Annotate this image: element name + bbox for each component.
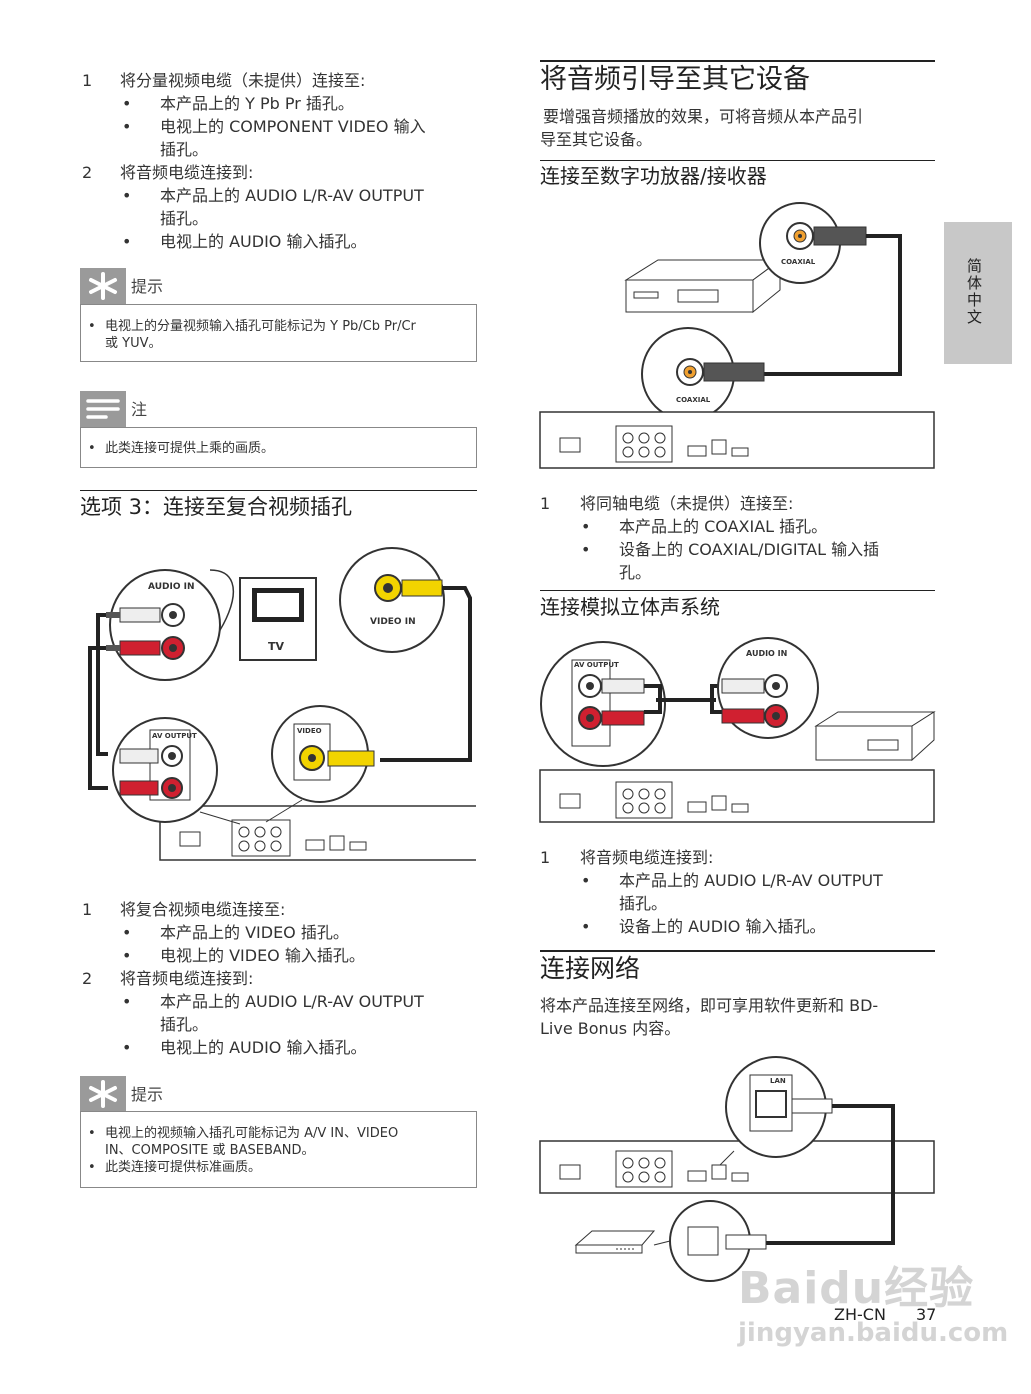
watermark-url: jingyan.baidu.com bbox=[738, 1318, 1009, 1348]
tip-title: 提示 bbox=[131, 277, 164, 296]
step-text: 将复合视频电缆连接至: bbox=[120, 900, 286, 919]
lan-label: LAN bbox=[770, 1077, 786, 1085]
bullet-continuation: 孔。 bbox=[619, 563, 652, 582]
step-number: 2 bbox=[82, 163, 93, 182]
language-tab-label: 简体中文 bbox=[965, 258, 983, 326]
note-line: 此类连接可提供上乘的画质。 bbox=[81, 440, 476, 457]
step-text: 将音频电缆连接到: bbox=[580, 848, 714, 867]
bullet-continuation: 插孔。 bbox=[160, 209, 209, 228]
section-title: 将音频引导至其它设备 bbox=[540, 64, 810, 95]
bullet-continuation: 插孔。 bbox=[160, 140, 209, 159]
step-number: 1 bbox=[540, 848, 551, 867]
tip-title: 提示 bbox=[131, 1085, 164, 1104]
analog-stereo-diagram: AV OUTPUT AUDIO IN bbox=[539, 637, 936, 823]
page-number: 37 bbox=[916, 1305, 937, 1324]
video-label: VIDEO bbox=[297, 727, 322, 735]
tip-line: 或 YUV。 bbox=[105, 336, 162, 351]
subsection-title: 连接至数字功放器/接收器 bbox=[540, 164, 767, 188]
tip-line: 电视上的分量视频输入插孔可能标记为 Y Pb/Cb Pr/Cr bbox=[81, 318, 476, 335]
av-output-label: AV OUTPUT bbox=[574, 661, 619, 669]
subsection-divider bbox=[540, 590, 935, 591]
bullet-item: 电视上的 VIDEO 输入插孔。 bbox=[122, 944, 365, 967]
bullet-continuation: 插孔。 bbox=[160, 1015, 209, 1034]
note-title: 注 bbox=[131, 400, 148, 419]
bullet-item: 本产品上的 Y Pb Pr 插孔。 bbox=[122, 92, 354, 115]
step-number: 1 bbox=[82, 71, 93, 90]
section-divider bbox=[540, 950, 935, 952]
bullet-item: 本产品上的 AUDIO L/R-AV OUTPUT bbox=[581, 869, 883, 892]
intro-line: 要增强音频播放的效果，可将音频从本产品引 bbox=[543, 107, 864, 126]
note-box: 此类连接可提供上乘的画质。 bbox=[80, 427, 477, 468]
tip-line: IN、COMPOSITE 或 BASEBAND。 bbox=[105, 1143, 315, 1158]
bullet-item: 本产品上的 AUDIO L/R-AV OUTPUT bbox=[122, 990, 424, 1013]
step-number: 1 bbox=[540, 494, 551, 513]
av-output-label: AV OUTPUT bbox=[152, 732, 197, 740]
coaxial-diagram: COAXIAL COAXIAL bbox=[539, 202, 935, 469]
language-tab: 简体中文 bbox=[944, 222, 1012, 364]
tip-line: 此类连接可提供标准画质。 bbox=[81, 1159, 476, 1176]
tip-box: 电视上的视频输入插孔可能标记为 A/V IN、VIDEO IN、COMPOSIT… bbox=[80, 1111, 477, 1188]
step-number: 2 bbox=[82, 969, 93, 988]
section-title: 选项 3：连接至复合视频插孔 bbox=[80, 495, 353, 519]
section-divider bbox=[540, 60, 935, 62]
tv-label: TV bbox=[268, 640, 285, 653]
bullet-item: 设备上的 AUDIO 输入插孔。 bbox=[581, 915, 826, 938]
tip-box: 电视上的分量视频输入插孔可能标记为 Y Pb/Cb Pr/Cr 或 YUV。 bbox=[80, 304, 477, 362]
composite-video-diagram: AUDIO IN TV VIDEO IN AV OUTPUT VIDEO bbox=[88, 547, 476, 861]
bullet-item: 电视上的 AUDIO 输入插孔。 bbox=[122, 230, 367, 253]
bullet-item: 设备上的 COAXIAL/DIGITAL 输入插 bbox=[581, 538, 879, 561]
video-in-label: VIDEO IN bbox=[370, 617, 416, 627]
intro-line: 导至其它设备。 bbox=[540, 130, 653, 149]
network-diagram: LAN bbox=[539, 1056, 935, 1282]
audio-in-label: AUDIO IN bbox=[148, 582, 194, 592]
bullet-item: 本产品上的 VIDEO 插孔。 bbox=[122, 921, 349, 944]
bullet-item: 电视上的 COMPONENT VIDEO 输入 bbox=[122, 115, 426, 138]
bullet-item: 电视上的 AUDIO 输入插孔。 bbox=[122, 1036, 367, 1059]
step-text: 将分量视频电缆（未提供）连接至: bbox=[120, 71, 366, 90]
bullet-item: 本产品上的 COAXIAL 插孔。 bbox=[581, 515, 827, 538]
intro-line: 将本产品连接至网络，即可享用软件更新和 BD- bbox=[540, 996, 879, 1015]
intro-line: Live Bonus 内容。 bbox=[540, 1019, 681, 1038]
audio-in-label: AUDIO IN bbox=[746, 649, 787, 658]
bullet-item: 本产品上的 AUDIO L/R-AV OUTPUT bbox=[122, 184, 424, 207]
section-title: 连接网络 bbox=[540, 954, 641, 983]
subsection-divider bbox=[540, 160, 935, 161]
note-icon bbox=[80, 391, 126, 427]
tip-icon bbox=[80, 1076, 126, 1112]
step-text: 将音频电缆连接到: bbox=[120, 969, 254, 988]
coaxial-label: COAXIAL bbox=[676, 396, 711, 404]
tip-line: 电视上的视频输入插孔可能标记为 A/V IN、VIDEO bbox=[81, 1125, 476, 1142]
section-divider bbox=[80, 490, 477, 491]
tip-icon bbox=[80, 268, 126, 304]
footer-lang: ZH-CN bbox=[834, 1305, 886, 1324]
step-text: 将同轴电缆（未提供）连接至: bbox=[580, 494, 794, 513]
watermark-logo: Baidu经验 bbox=[738, 1263, 975, 1314]
coaxial-label: COAXIAL bbox=[781, 258, 816, 266]
subsection-title: 连接模拟立体声系统 bbox=[540, 595, 720, 619]
step-number: 1 bbox=[82, 900, 93, 919]
bullet-continuation: 插孔。 bbox=[619, 894, 668, 913]
step-text: 将音频电缆连接到: bbox=[120, 163, 254, 182]
